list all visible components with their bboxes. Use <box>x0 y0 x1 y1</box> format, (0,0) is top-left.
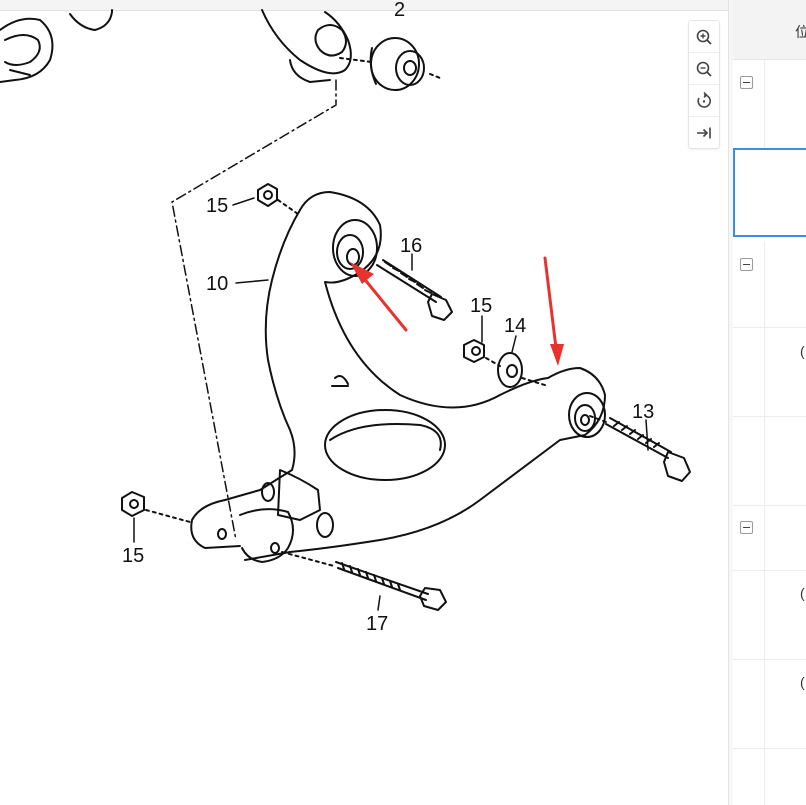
suspension-parts-diagram: 2 15 16 10 15 14 13 15 17 <box>0 0 691 635</box>
bolt-part-17 <box>281 551 447 611</box>
red-arrow-right <box>543 256 558 350</box>
callout-10: 10 <box>206 273 228 295</box>
table-row[interactable]: ( <box>733 328 806 417</box>
red-arrow-left <box>360 274 408 332</box>
column-divider <box>764 660 765 748</box>
callout-13: 13 <box>632 401 654 423</box>
column-divider <box>764 60 765 148</box>
collapse-toggle-icon[interactable] <box>740 521 753 534</box>
table-row-group-3[interactable] <box>733 506 806 571</box>
table-row[interactable]: ( <box>733 571 806 660</box>
washer-part-14 <box>497 352 549 388</box>
callout-2: 2 <box>394 0 405 21</box>
collapse-toggle-icon[interactable] <box>740 76 753 89</box>
red-arrow-right-head <box>550 344 564 366</box>
callout-16: 16 <box>400 235 422 257</box>
header-column-label: 位 <box>795 24 806 40</box>
column-divider <box>764 328 765 416</box>
table-row[interactable] <box>733 749 806 805</box>
zoom-in-icon <box>696 29 712 45</box>
zoom-in-button[interactable] <box>689 21 719 53</box>
zoom-out-button[interactable] <box>689 53 719 85</box>
callout-14: 14 <box>504 315 526 337</box>
table-row[interactable] <box>733 417 806 506</box>
rotate-button[interactable] <box>689 85 719 117</box>
table-row-group-1[interactable] <box>733 60 806 149</box>
diagram-viewer[interactable]: 2 15 16 10 15 14 13 15 17 <box>0 0 729 805</box>
column-divider <box>764 417 765 505</box>
panel-divider[interactable] <box>729 0 733 805</box>
column-divider <box>764 571 765 659</box>
control-arm-part-10 <box>190 191 606 563</box>
collapse-toggle-icon[interactable] <box>740 258 753 271</box>
knuckle-part-fragment <box>0 9 113 83</box>
viewer-top-border <box>0 0 728 11</box>
nut-part-15-top <box>257 183 299 215</box>
cell-text: ( <box>800 343 805 359</box>
column-divider <box>764 506 765 570</box>
bolt-part-16 <box>376 259 453 321</box>
nut-part-15-bottom <box>121 491 191 523</box>
rotate-icon <box>697 91 711 108</box>
nut-part-15-middle <box>463 339 501 367</box>
viewer-toolbar <box>688 20 720 149</box>
table-row-selected[interactable] <box>733 148 806 237</box>
fit-width-icon <box>697 127 711 138</box>
cell-text: ( <box>800 674 805 690</box>
red-arrow-left-head <box>350 262 374 284</box>
bushing-part-2 <box>339 37 441 91</box>
zoom-out-icon <box>696 61 712 77</box>
column-divider <box>764 749 765 805</box>
callout-15-top: 15 <box>206 195 228 217</box>
mount-part-fragment <box>261 9 352 83</box>
reference-line <box>171 79 337 541</box>
table-row[interactable]: ( <box>733 660 806 749</box>
callout-17: 17 <box>366 613 388 635</box>
bolt-part-13 <box>589 415 691 482</box>
callout-15-middle: 15 <box>470 295 492 317</box>
table-row-group-2[interactable] <box>733 241 806 328</box>
parts-table-panel: 位 ( ( ( <box>733 0 806 805</box>
fit-button[interactable] <box>689 117 719 148</box>
column-divider <box>764 241 765 327</box>
cell-text: ( <box>800 585 805 601</box>
table-header: 位 <box>733 0 806 60</box>
callout-15-bottom: 15 <box>122 545 144 567</box>
